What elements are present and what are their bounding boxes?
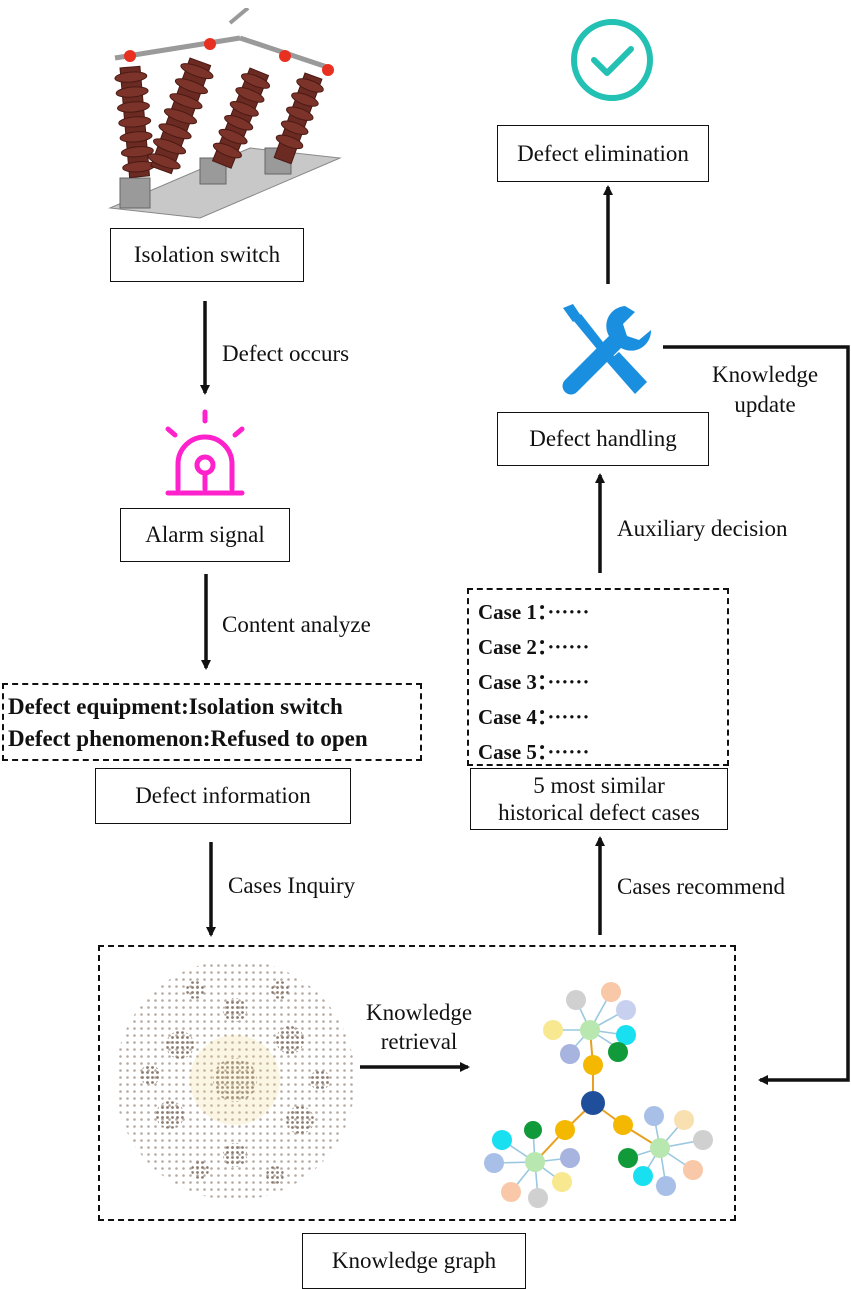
knowledge-graph-box: Knowledge graph	[302, 1233, 526, 1289]
alarm-signal-box: Alarm signal	[120, 508, 290, 562]
arrow-knowledge-update	[663, 345, 850, 1085]
defect-information-label: Defect information	[135, 783, 311, 808]
case-label: Case 5：	[478, 740, 548, 764]
cases-inquiry-label: Cases Inquiry	[228, 873, 356, 898]
knowledge-graph-label: Knowledge graph	[331, 1248, 497, 1273]
case-item: Case 4：······	[478, 701, 589, 731]
knowledge-retrieval-line1: Knowledge	[366, 1000, 473, 1025]
alarm-signal-label: Alarm signal	[145, 522, 265, 547]
knowledge-retrieval-line2: retrieval	[380, 1029, 458, 1054]
knowledge-update-label: Knowledge update	[712, 360, 818, 420]
case-value: ······	[547, 600, 590, 624]
check-circle-icon	[571, 19, 653, 101]
case-label: Case 1：	[478, 600, 548, 624]
knowledge-graph-cluster	[484, 982, 713, 1208]
case-item: Case 5：······	[478, 736, 589, 766]
alarm-icon	[165, 409, 245, 496]
case-item: Case 1：······	[478, 596, 589, 626]
knowledge-retrieval-label: Knowledge retrieval	[366, 998, 472, 1056]
defect-handling-box: Defect handling	[497, 412, 709, 466]
defect-elimination-box: Defect elimination	[497, 125, 709, 182]
knowledge-update-line1: Knowledge	[712, 362, 819, 387]
knowledge-update-line2: update	[734, 392, 796, 417]
isolation-switch-image	[108, 8, 342, 219]
cases-list-panel	[467, 588, 729, 766]
isolation-switch-box: Isolation switch	[110, 228, 304, 282]
similar-cases-box: 5 most similar historical defect cases	[470, 768, 728, 830]
knowledge-graph-panel	[98, 945, 736, 1221]
case-value: ······	[547, 635, 590, 659]
wrench-screwdriver-icon	[562, 304, 652, 395]
similar-cases-line1: 5 most similar	[533, 773, 665, 798]
case-value: ······	[547, 705, 590, 729]
knowledge-graph-cloud	[115, 960, 355, 1200]
defect-information-box: Defect information	[95, 768, 351, 824]
case-value: ······	[547, 740, 590, 764]
auxiliary-decision-label: Auxiliary decision	[617, 516, 788, 541]
similar-cases-line2: historical defect cases	[498, 800, 700, 825]
defect-occurs-label: Defect occurs	[222, 341, 350, 366]
case-item: Case 2：······	[478, 631, 589, 661]
defect-phenomenon-text: Defect phenomenon:Refused to open	[8, 726, 368, 751]
case-value: ······	[547, 670, 590, 694]
cases-recommend-label: Cases recommend	[617, 874, 785, 899]
case-label: Case 4：	[478, 705, 548, 729]
defect-elimination-label: Defect elimination	[517, 140, 689, 166]
case-label: Case 2：	[478, 635, 548, 659]
defect-handling-label: Defect handling	[529, 426, 677, 451]
isolation-switch-label: Isolation switch	[133, 242, 281, 267]
case-item: Case 3：······	[478, 666, 589, 696]
defect-details-panel	[2, 683, 422, 761]
defect-equipment-text: Defect equipment:Isolation switch	[8, 694, 343, 719]
case-label: Case 3：	[478, 670, 548, 694]
content-analyze-label: Content analyze	[222, 612, 371, 637]
